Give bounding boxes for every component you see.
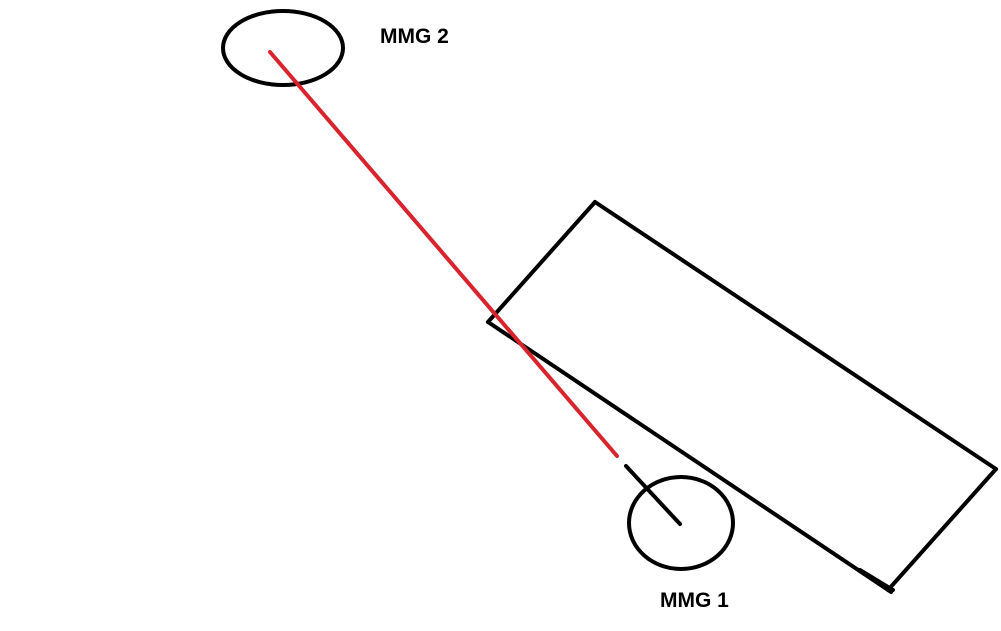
line-of-sight <box>268 50 619 458</box>
obstacle-edge-right <box>886 467 998 592</box>
mmg2-label: MMG 2 <box>380 25 449 48</box>
mmg2-position-marker <box>221 9 345 87</box>
mmg1-label: MMG 1 <box>660 589 729 612</box>
obstacle-corner-tick <box>858 568 895 592</box>
obstacle-edge-top-left <box>486 200 597 324</box>
mmg1-barrel-line <box>624 464 682 526</box>
obstacle-edge-top <box>593 200 998 471</box>
obstacle-rectangle <box>486 200 998 594</box>
obstacle-edge-bottom <box>486 320 893 594</box>
mmg1-position-marker <box>627 475 735 571</box>
